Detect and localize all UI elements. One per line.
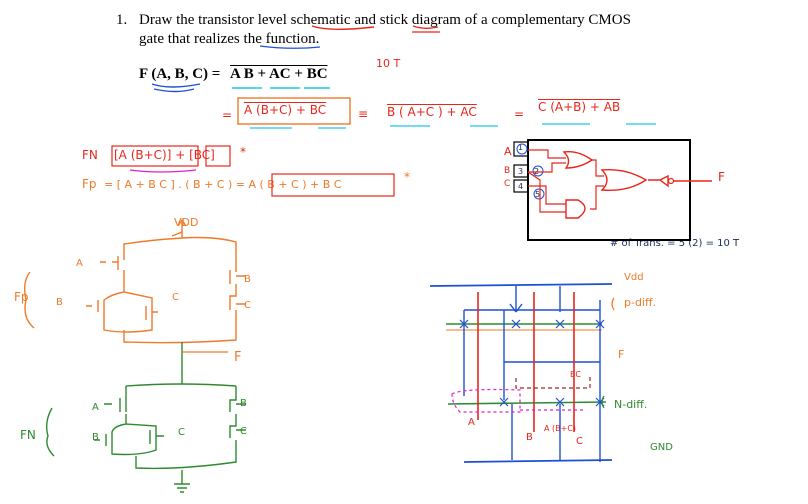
f-stick-label: F <box>618 348 625 361</box>
pmos-b-label: B <box>56 297 63 308</box>
equiv-sign: ≡ <box>358 107 369 121</box>
p-diff-label: p-diff. <box>624 296 657 309</box>
gate-node-3: 3 <box>518 167 524 176</box>
nmos-b-label: B <box>92 432 99 443</box>
gate-node-4: 4 <box>518 182 524 191</box>
expr-1: A (B+C) + BC <box>244 103 327 117</box>
eq-sign: = <box>222 108 233 122</box>
vdd-label: VDD <box>174 216 199 229</box>
pmos-c-right-label: C <box>244 300 251 311</box>
n-diff-label: N-diff. <box>614 398 648 411</box>
function-lhs: F (A, B, C) = <box>139 66 221 82</box>
pmos-c-mid-label: C <box>172 292 179 303</box>
eq-sign-2: = <box>514 107 525 121</box>
function-rhs: A B + AC + BC <box>230 66 328 82</box>
stick-b-label: B <box>526 432 533 443</box>
f-mid-label: F <box>234 350 242 365</box>
star-1: * <box>240 145 246 159</box>
ten-t-note: 10 T <box>376 57 401 70</box>
fp-expr: = [ A + B C ] . ( B + C ) = A ( B + C ) … <box>104 178 342 191</box>
pmos-b-right-label: B <box>244 274 251 285</box>
gate-node-1: 1 <box>518 143 524 152</box>
gnd-label: GND <box>650 442 673 453</box>
problem-line-2: gate that realizes the function. <box>139 31 320 47</box>
fn-side-label: FN <box>20 428 36 442</box>
trans-count: # of Trans. = 5 (2) = 10 T <box>610 238 740 249</box>
fn-expr: [A (B+C)] + [BC] <box>114 148 215 162</box>
gate-a-label: A <box>504 145 512 158</box>
stick-c-label: C <box>576 436 583 447</box>
problem-number: 1. <box>116 12 128 28</box>
pmos-a-label: A <box>76 258 83 269</box>
expr-3: C (A+B) + AB <box>538 100 621 114</box>
fp-label: Fp <box>82 177 97 191</box>
nmos-c-label: C <box>178 427 185 438</box>
gate-c-label: C <box>504 179 511 189</box>
stick-a-label: A <box>468 417 475 428</box>
expr-2: B ( A+C ) + AC <box>387 105 477 119</box>
fn-label: FN <box>82 148 98 162</box>
nmos-a-label: A <box>92 402 99 413</box>
gate-node-5: 5 <box>535 190 541 199</box>
bc-stick-label: BC <box>570 370 581 379</box>
f-out-label: F <box>718 170 725 184</box>
nmos-c-right-label: C <box>240 426 247 437</box>
vdd-small-label: Vdd <box>624 272 644 283</box>
star-2: * <box>404 170 410 184</box>
gate-b-label: B <box>504 166 511 176</box>
problem-line-1: Draw the transistor level schematic and … <box>139 12 631 28</box>
